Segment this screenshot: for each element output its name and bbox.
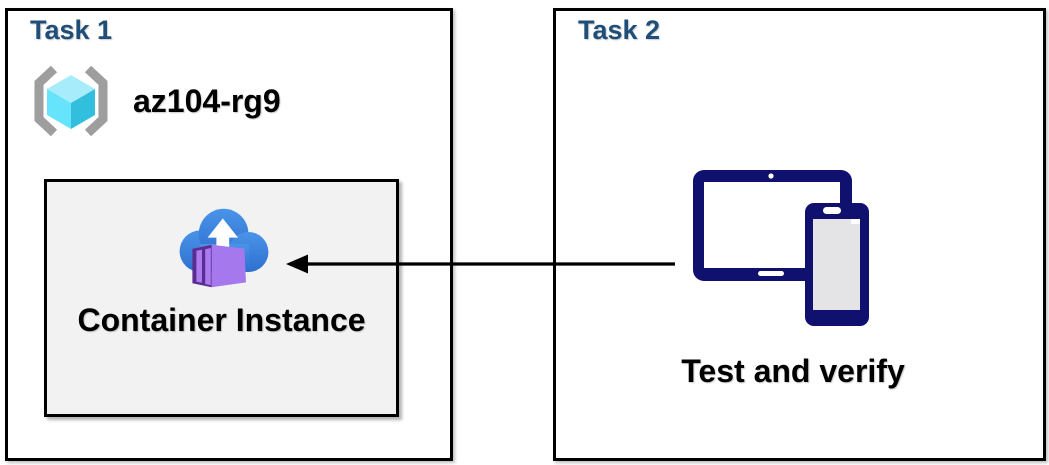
container-box [191, 244, 246, 288]
tablet-home-button [758, 271, 784, 276]
tablet-camera-dot [768, 173, 774, 179]
task2-title: Task 2 [578, 15, 661, 45]
right-bracket [84, 65, 108, 137]
task2-box: Task 2 Test and verify [553, 8, 1046, 461]
tablet-phone-devices-icon [693, 170, 869, 326]
task1-title: Task 1 [30, 15, 113, 45]
cube-left-face [47, 89, 71, 129]
task1-box: Task 1 az104-rg9 [5, 8, 453, 461]
phone-speaker [823, 207, 841, 214]
resource-group-row: az104-rg9 [31, 63, 281, 139]
cube-right-face [71, 89, 95, 129]
test-and-verify-label: Test and verify [681, 353, 905, 389]
resource-group-name: az104-rg9 [133, 82, 281, 119]
phone-icon [805, 203, 869, 326]
container-instance-box: Container Instance [44, 179, 399, 417]
phone-screen [813, 219, 860, 310]
container-instance-upload-icon [179, 208, 268, 288]
resource-group-icon [34, 65, 108, 137]
container-instance-label: Container Instance [77, 302, 366, 338]
left-bracket [34, 65, 58, 137]
